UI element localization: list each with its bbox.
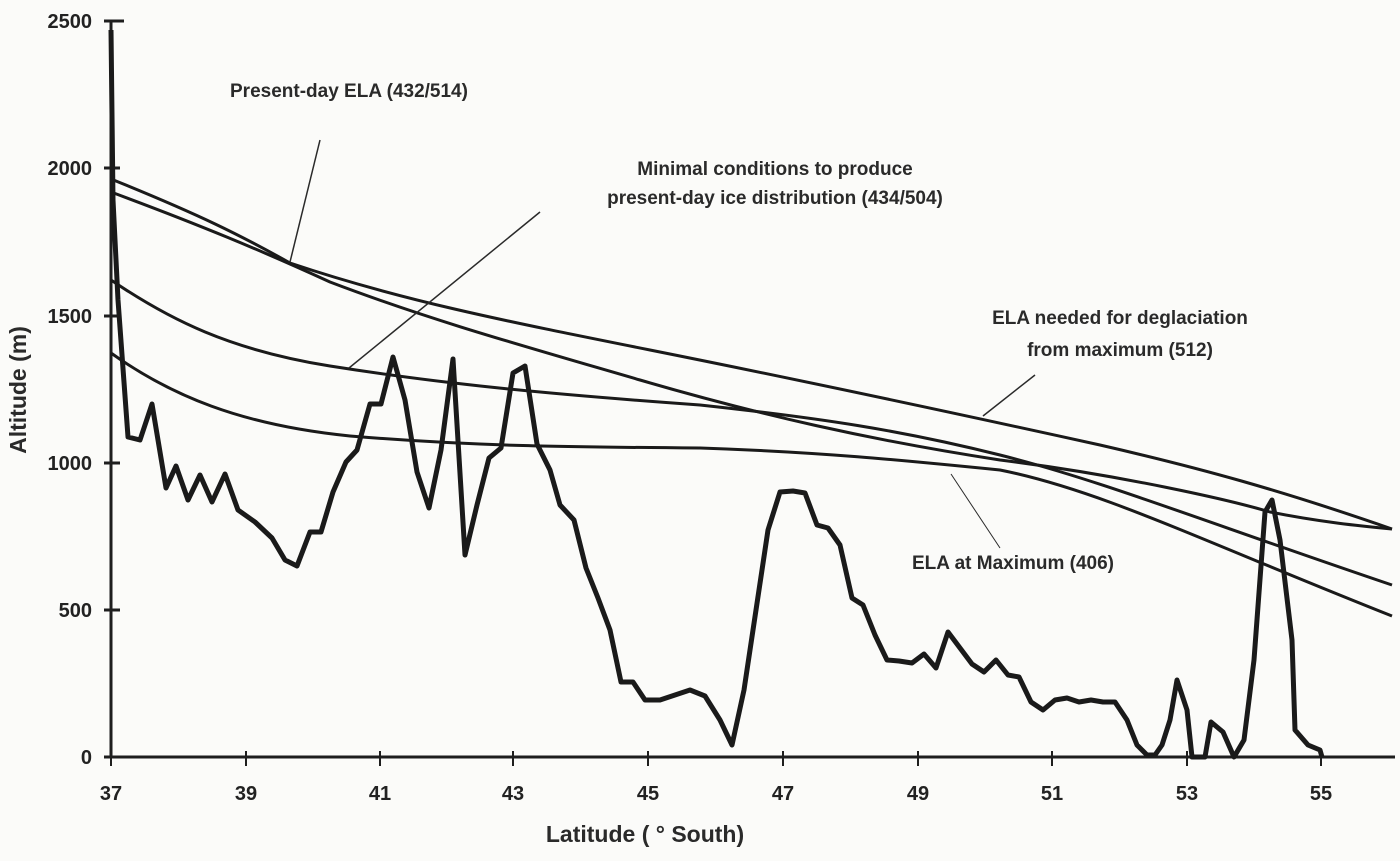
y-tick-label: 500 [59,600,92,622]
annotation-deglaciation-line2: from maximum (512) [1027,340,1213,361]
x-tick-label: 43 [502,783,524,805]
y-tick-label: 1000 [48,453,93,475]
x-tick-label: 47 [772,783,794,805]
y-tick-label: 0 [81,747,92,769]
y-tick-labels: 2500 2000 1500 1000 500 0 [48,11,93,769]
x-tick-label: 45 [637,783,659,805]
x-tick-label: 37 [100,783,122,805]
x-tick-label: 51 [1041,783,1063,805]
leader-lines [289,139,1036,549]
leader-present-day [289,139,321,263]
x-tick-label: 49 [907,783,929,805]
annotation-ela-at-maximum: ELA at Maximum (406) [912,553,1114,574]
x-tick-label: 53 [1176,783,1198,805]
annotation-deglaciation-line1: ELA needed for deglaciation [992,308,1248,329]
x-tick-labels: 37 39 41 43 45 47 49 51 53 55 [100,783,1332,805]
leader-minimal [348,211,541,369]
x-tick-label: 39 [235,783,257,805]
x-axis-title: Latitude ( ° South) [546,821,744,847]
y-tick-label: 1500 [48,306,93,328]
present-day-ela-line [110,177,1393,531]
y-tick-label: 2500 [48,11,93,33]
deglaciation-ela-line [110,278,1393,587]
annotation-present-day-ela: Present-day ELA (432/514) [230,81,468,102]
annotation-minimal-line2: present-day ice distribution (434/504) [607,188,943,209]
topographic-profile-line [108,29,1325,760]
leader-max [950,473,1001,549]
ela-at-maximum-line [110,351,1393,618]
leader-deglaciation [982,374,1036,417]
y-tick-label: 2000 [48,158,93,180]
annotations: Present-day ELA (432/514) Minimal condit… [230,81,1248,574]
x-tick-label: 41 [369,783,391,805]
y-axis-title: Altitude (m) [5,326,31,454]
annotation-minimal-line1: Minimal conditions to produce [637,159,913,180]
x-tick-label: 55 [1310,783,1332,805]
